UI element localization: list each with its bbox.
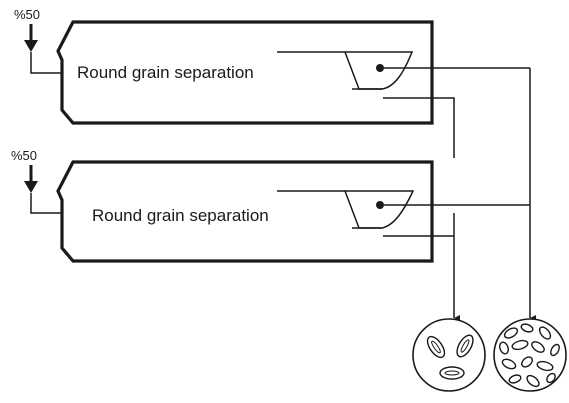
separator-title-2: Round grain separation [92,206,269,225]
separator-unit-2: %50 Round grain separation [11,148,530,263]
separator-cylinder-2 [56,160,434,263]
trieur-pocket-icon [343,51,414,90]
separator-cylinder-1 [56,20,434,125]
down-arrow-icon [24,24,38,52]
feed-line-1 [30,52,61,74]
down-arrow-icon [24,165,38,193]
round-grain-icon [412,318,486,392]
feed-percent-label-1: %50 [14,7,40,22]
main-outlet-1 [383,97,455,158]
whole-grain-circle [412,318,486,392]
separator-unit-1: %50 Round grain separation [14,7,530,158]
feed-line-2 [30,193,61,214]
broken-grain-icon [493,318,567,392]
separator-title-1: Round grain separation [77,63,254,82]
feed-percent-label-2: %50 [11,148,37,163]
trieur-pocket-icon [343,190,415,229]
